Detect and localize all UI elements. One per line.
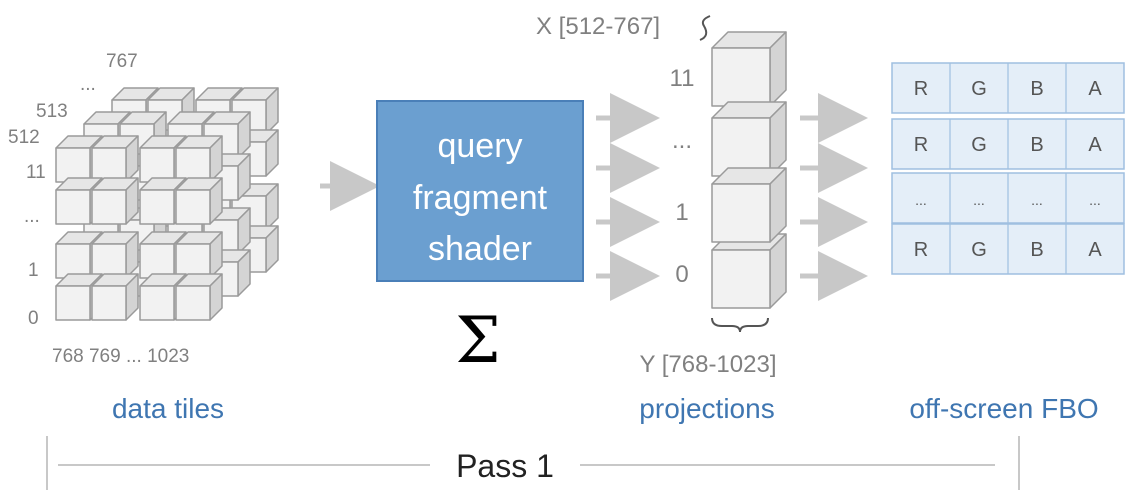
fbo-cell: G [971, 78, 987, 100]
fbo-cell: A [1088, 239, 1102, 261]
projection-cube-stack [711, 31, 787, 309]
shader-line-2: fragment [413, 179, 548, 217]
y-label-11: 11 [26, 162, 46, 183]
fbo-cell: B [1030, 134, 1043, 156]
z-label-513: 513 [36, 101, 68, 122]
query-fragment-shader-box [376, 100, 584, 282]
fbo-cell: A [1088, 78, 1102, 100]
projection-cube [711, 101, 787, 177]
arrows-projections-to-fbo [800, 93, 868, 301]
fbo-row: ............ [891, 172, 1125, 224]
fbo-grid: R G B A R G B A............ R G B A [891, 62, 1125, 275]
fbo-cell: G [971, 134, 987, 156]
projection-cube [711, 233, 787, 309]
projection-label-ellipsis: ... [672, 127, 692, 154]
y-label-ellipsis: ... [24, 206, 40, 227]
fbo-cell: R [914, 78, 928, 100]
projection-cube [711, 167, 787, 243]
shader-line-3: shader [428, 230, 532, 268]
fbo-cell: A [1088, 134, 1102, 156]
data-tile-cube [175, 135, 223, 183]
arrows-shader-to-projections [596, 93, 660, 301]
z-label-512: 512 [8, 127, 40, 148]
projections-caption: projections [639, 393, 774, 424]
data-tile-cube [175, 177, 223, 225]
sum-symbol: Σ [455, 304, 500, 378]
y-range-label: Y [768-1023] [639, 351, 776, 378]
projection-cube [711, 31, 787, 107]
fbo-cell: R [914, 134, 928, 156]
shader-line-1: query [437, 127, 522, 165]
fbo-cell: ... [1031, 192, 1043, 208]
fbo-caption: off-screen FBO [909, 393, 1098, 424]
fbo-cell: G [971, 239, 987, 261]
fbo-cell: ... [915, 192, 927, 208]
z-label-ellipsis: ... [80, 74, 96, 95]
fbo-cell: R [914, 239, 928, 261]
x-range-label: X [512-767] [536, 13, 660, 40]
projection-label-0: 0 [675, 261, 688, 288]
data-tile-cube [175, 231, 223, 279]
fbo-cell: ... [1089, 192, 1101, 208]
data-tile-cube [91, 231, 139, 279]
pass-label: Pass 1 [456, 448, 554, 484]
x-range-brace [699, 15, 711, 41]
y-label-1: 1 [28, 260, 39, 281]
x-labels: 768 769 ... 1023 [52, 346, 189, 367]
z-label-767: 767 [106, 51, 138, 72]
y-label-0: 0 [28, 308, 39, 329]
data-tiles-caption: data tiles [112, 393, 224, 424]
fbo-cell: B [1030, 239, 1043, 261]
data-tile-cube [91, 177, 139, 225]
data-tile-cube [91, 273, 139, 321]
fbo-cell: ... [973, 192, 985, 208]
data-tiles-cube-grid [55, 87, 279, 321]
data-tile-cube [91, 135, 139, 183]
y-range-brace [711, 317, 769, 333]
projection-label-1: 1 [675, 199, 688, 226]
projection-label-11: 11 [670, 65, 695, 92]
fbo-cell: B [1030, 78, 1043, 100]
data-tile-cube [175, 273, 223, 321]
